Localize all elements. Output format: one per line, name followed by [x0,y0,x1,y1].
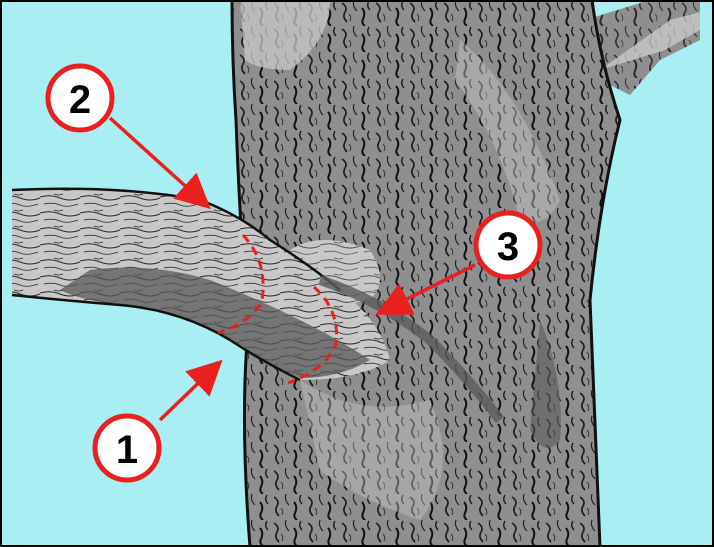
callout-1: 1 [95,416,159,480]
callout-3: 3 [476,213,540,277]
callout-2-label: 2 [69,78,91,122]
callout-2: 2 [48,66,112,130]
callout-1-label: 1 [116,428,138,472]
callout-3-label: 3 [497,225,519,269]
